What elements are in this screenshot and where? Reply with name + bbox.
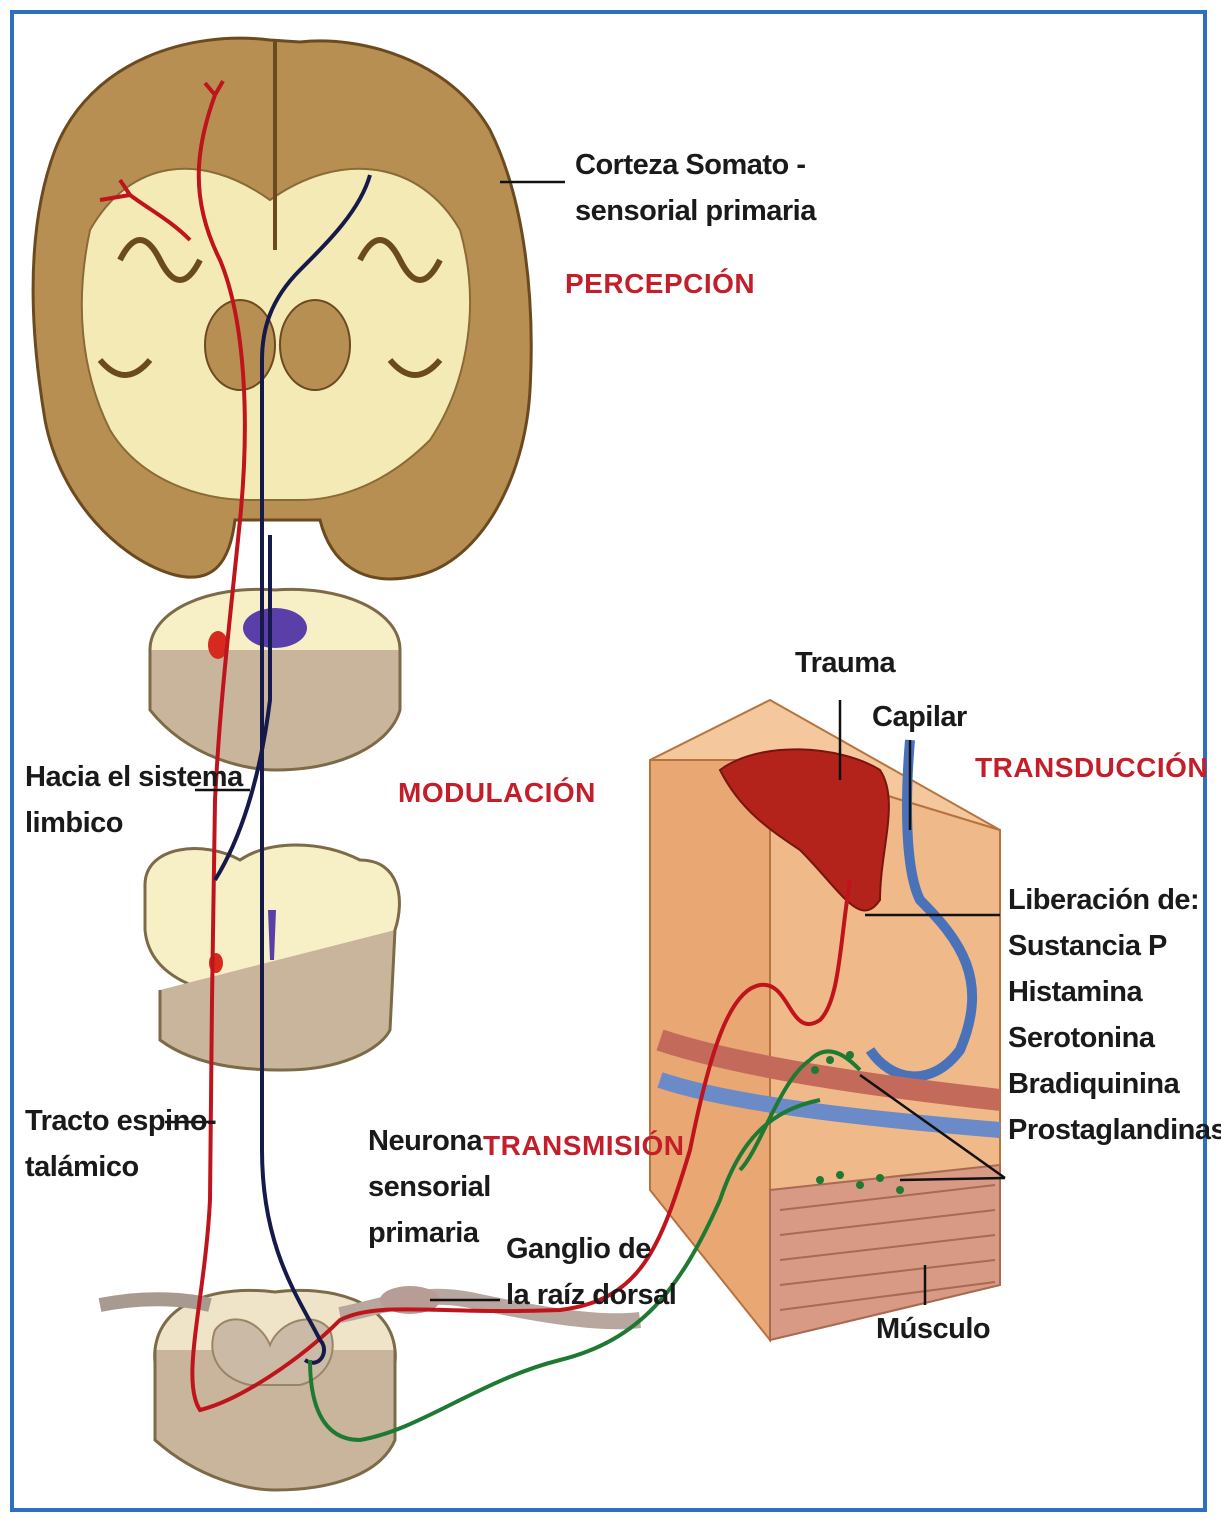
stage-modulacion: MODULACIÓN: [398, 777, 596, 809]
label-line: limbico: [25, 800, 243, 846]
brain-section: [33, 38, 531, 579]
label-line: Prostaglandinas: [1008, 1107, 1221, 1153]
label-trauma: Trauma: [795, 640, 895, 686]
medulla-section: [150, 589, 400, 770]
label-capilar: Capilar: [872, 694, 967, 740]
label-line: sensorial: [368, 1164, 491, 1210]
label-line: Neurona: [368, 1118, 491, 1164]
label-line: Sustancia P: [1008, 923, 1221, 969]
label-musculo: Músculo: [876, 1306, 990, 1352]
thalamus-right: [280, 300, 350, 390]
label-line: Hacia el sistema: [25, 754, 243, 800]
label-line: Tracto espino-: [25, 1098, 216, 1144]
label-line: primaria: [368, 1210, 491, 1256]
stage-transmision: TRANSMISIÓN: [483, 1130, 685, 1162]
label-line: Histamina: [1008, 969, 1221, 1015]
label-line: Ganglio de: [506, 1226, 676, 1272]
cervical-cord-section: [145, 845, 399, 1070]
tissue-block: [650, 700, 1000, 1340]
label-line: Liberación de:: [1008, 877, 1221, 923]
label-line: Serotonina: [1008, 1015, 1221, 1061]
label-tracto-espinotalamico: Tracto espino- talámico: [25, 1098, 216, 1190]
stage-transduccion: TRANSDUCCIÓN: [975, 752, 1208, 784]
label-line: Bradiquinina: [1008, 1061, 1221, 1107]
label-line: sensorial primaria: [575, 188, 816, 234]
label-liberacion-mediadores: Liberación de: Sustancia P Histamina Ser…: [1008, 877, 1221, 1153]
label-corteza-somatosensorial: Corteza Somato - sensorial primaria: [575, 142, 816, 234]
label-neurona-sensorial-primaria: Neurona sensorial primaria: [368, 1118, 491, 1256]
label-hacia-sistema-limbico: Hacia el sistema limbico: [25, 754, 243, 846]
medulla-nucleus: [243, 608, 307, 648]
label-ganglio-raiz-dorsal: Ganglio de la raíz dorsal: [506, 1226, 676, 1318]
label-line: Corteza Somato -: [575, 142, 816, 188]
label-line: la raíz dorsal: [506, 1272, 676, 1318]
stage-percepcion: PERCEPCIÓN: [565, 268, 755, 300]
label-line: talámico: [25, 1144, 216, 1190]
